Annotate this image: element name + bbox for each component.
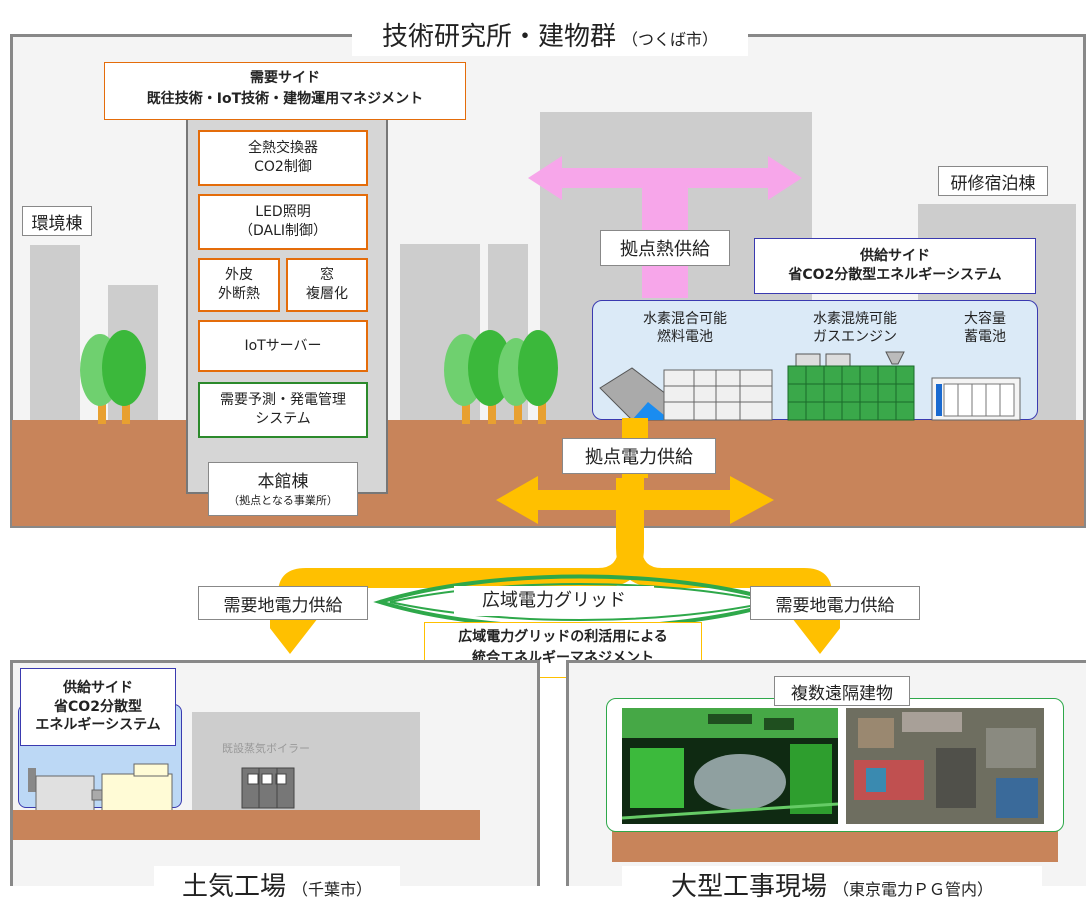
toki-factory-title: 土気工場 （千葉市） bbox=[154, 866, 400, 902]
tree-crown bbox=[518, 330, 558, 406]
demand-forecast-line2: システム bbox=[255, 411, 311, 427]
demand-supply-left-label: 需要地電力供給 bbox=[198, 586, 368, 620]
remote-buildings-label: 複数遠隔建物 bbox=[774, 676, 910, 706]
training-building-label: 研修宿泊棟 bbox=[938, 166, 1048, 196]
window-line2: 複層化 bbox=[306, 286, 348, 302]
led-lighting-line2: （DALI制御） bbox=[238, 223, 328, 239]
gas-engine-label: 水素混焼可能 ガスエンジン bbox=[790, 310, 920, 346]
gas-engine-icon bbox=[787, 351, 915, 421]
gas-engine-line2: ガスエンジン bbox=[813, 329, 897, 346]
supply-side-line1: 供給サイド bbox=[860, 248, 930, 265]
demand-side-box: 需要サイド 既往技術・IoT技術・建物運用マネジメント bbox=[104, 62, 466, 120]
wide-area-grid-label: 広域電力グリッド bbox=[454, 586, 654, 616]
tree-trunk bbox=[514, 388, 522, 424]
main-building-label: 本館棟 （拠点となる事業所） bbox=[208, 462, 358, 516]
env-building-label: 環境棟 bbox=[22, 206, 92, 236]
battery-line1: 大容量 bbox=[964, 311, 1006, 327]
power-supply-label: 拠点電力供給 bbox=[562, 438, 716, 474]
boiler-label: 既設蒸気ボイラー bbox=[222, 742, 310, 755]
ground-bottom-left bbox=[13, 810, 480, 840]
main-building-name: 本館棟 bbox=[257, 472, 309, 492]
tree-trunk bbox=[488, 388, 496, 424]
toki-generator-icon bbox=[28, 763, 173, 813]
demand-supply-right-label: 需要地電力供給 bbox=[750, 586, 920, 620]
heat-supply-label: 拠点熱供給 bbox=[600, 230, 730, 266]
led-lighting-line1: LED照明 bbox=[255, 204, 311, 221]
research-institute-title-sub: （つくば市） bbox=[622, 30, 719, 49]
research-institute-title-text: 技術研究所・建物群 bbox=[381, 22, 616, 52]
demand-side-line1: 需要サイド bbox=[250, 70, 320, 86]
boiler-doors-icon bbox=[241, 767, 295, 809]
demand-forecast-line1: 需要予測・発電管理 bbox=[220, 392, 346, 409]
fuel-cell-icon bbox=[599, 367, 773, 421]
construction-site-title: 大型工事現場 （東京電力ＰＧ管内） bbox=[622, 866, 1042, 902]
supply-side-line2: 省CO2分散型エネルギーシステム bbox=[788, 267, 1002, 283]
toki-supply-side-box: 供給サイド 省CO2分散型 エネルギーシステム bbox=[20, 668, 176, 746]
heat-supply-arrow bbox=[528, 156, 802, 298]
heat-exchanger-line2: CO2制御 bbox=[254, 159, 312, 175]
heat-exchanger-line1: 全熱交換器 bbox=[248, 140, 318, 157]
trees-left bbox=[80, 330, 146, 424]
construction-site-title-text: 大型工事現場 bbox=[670, 872, 827, 902]
window-box: 窓 複層化 bbox=[286, 258, 368, 312]
battery-line2: 蓄電池 bbox=[964, 329, 1006, 346]
demand-side-line2: 既往技術・IoT技術・建物運用マネジメント bbox=[146, 91, 424, 107]
led-lighting-box: LED照明 （DALI制御） bbox=[198, 194, 368, 250]
toki-factory-title-text: 土気工場 bbox=[181, 872, 286, 902]
fuel-cell-line2: 燃料電池 bbox=[657, 329, 713, 346]
toki-factory-title-sub: （千葉市） bbox=[292, 880, 373, 899]
tree-crown bbox=[102, 330, 146, 406]
env-building-shape bbox=[30, 245, 80, 420]
fuel-cell-label: 水素混合可能 燃料電池 bbox=[620, 310, 750, 346]
trees-center bbox=[444, 330, 558, 424]
gas-engine-line1: 水素混焼可能 bbox=[813, 311, 897, 327]
plant-interior-photo bbox=[622, 708, 838, 824]
tree-trunk bbox=[538, 388, 546, 424]
ground-bottom-right bbox=[612, 826, 1058, 862]
research-institute-title: 技術研究所・建物群 （つくば市） bbox=[352, 16, 748, 56]
battery-icon bbox=[931, 377, 1021, 421]
tree-trunk bbox=[122, 388, 130, 424]
boiler-building bbox=[192, 712, 420, 812]
toki-supply-line3: エネルギーシステム bbox=[35, 717, 161, 734]
toki-supply-line2: 省CO2分散型 bbox=[54, 698, 142, 715]
toki-supply-line1: 供給サイド bbox=[63, 679, 133, 696]
fuel-cell-line1: 水素混合可能 bbox=[643, 311, 727, 327]
iot-server-box: IoTサーバー bbox=[198, 320, 368, 372]
grid-management-line1: 広域電力グリッドの利活用による bbox=[458, 629, 668, 645]
supply-side-box: 供給サイド 省CO2分散型エネルギーシステム bbox=[754, 238, 1036, 294]
main-building-sub: （拠点となる事業所） bbox=[228, 494, 338, 507]
aerial-site-photo bbox=[846, 708, 1044, 824]
heat-exchanger-box: 全熱交換器 CO2制御 bbox=[198, 130, 368, 186]
exterior-insulation-line1: 外皮 bbox=[225, 267, 253, 284]
iot-server-line1: IoTサーバー bbox=[244, 337, 322, 354]
tree-trunk bbox=[98, 388, 106, 424]
battery-label: 大容量 蓄電池 bbox=[940, 310, 1030, 346]
demand-forecast-box: 需要予測・発電管理 システム bbox=[198, 382, 368, 438]
exterior-insulation-box: 外皮 外断熱 bbox=[198, 258, 280, 312]
tree-trunk bbox=[462, 388, 470, 424]
exterior-insulation-line2: 外断熱 bbox=[218, 286, 260, 302]
window-line1: 窓 bbox=[320, 267, 334, 284]
construction-site-title-sub: （東京電力ＰＧ管内） bbox=[833, 880, 994, 899]
